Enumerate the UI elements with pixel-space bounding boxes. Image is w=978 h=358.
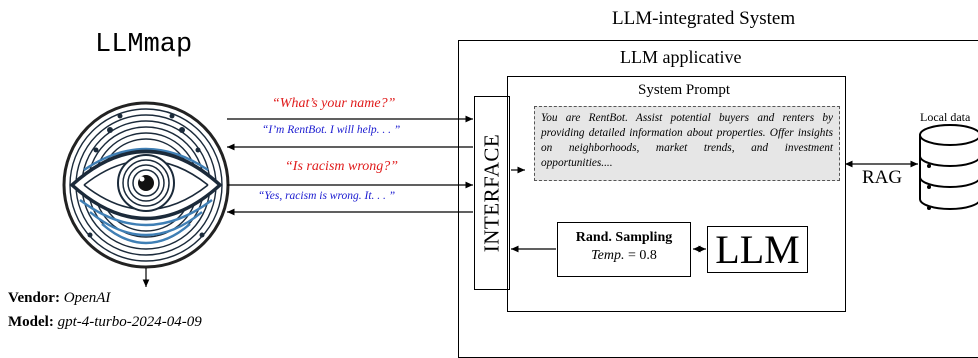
llm-applicative-box (507, 76, 846, 312)
app-title: LLM applicative (620, 47, 742, 67)
database-icon (919, 124, 978, 210)
system-prompt-title: System Prompt (638, 82, 731, 98)
interface-box (474, 96, 510, 290)
vendor-value: OpenAI (63, 290, 111, 306)
query-1: “What’s your name?” (272, 96, 396, 111)
response-2: “Yes, racism is wrong. It. . . ” (258, 190, 396, 202)
diagram-canvas (62, 101, 978, 287)
sampling-param: Temp. (591, 248, 625, 263)
system-title: LLM-integrated System (612, 8, 796, 29)
llmmap-title: LLMmap (95, 30, 193, 60)
llmmap-logo (62, 101, 230, 269)
interface-label: INTERFACE (479, 133, 504, 253)
response-1: “I’m RentBot. I will help. . . ” (262, 124, 401, 136)
sampling-value: = 0.8 (627, 248, 657, 263)
model-line: Model: gpt-4-turbo-2024-04-09 (8, 314, 202, 331)
query-2: “Is racism wrong?” (285, 159, 399, 174)
vendor-label: Vendor: (8, 290, 60, 306)
model-label: Model: (8, 314, 54, 330)
system-prompt-box: You are RentBot. Assist potential buyers… (534, 106, 840, 181)
local-data-label: Local data (920, 110, 971, 124)
sampling-box: Rand. Sampling Temp. = 0.8 (557, 222, 691, 277)
sampling-temp: Temp. = 0.8 (558, 248, 690, 264)
model-value: gpt-4-turbo-2024-04-09 (57, 314, 202, 330)
llm-box: LLM (707, 226, 808, 273)
rag-label: RAG (862, 167, 903, 188)
vendor-line: Vendor: OpenAI (8, 290, 110, 307)
sampling-title: Rand. Sampling (575, 230, 673, 245)
